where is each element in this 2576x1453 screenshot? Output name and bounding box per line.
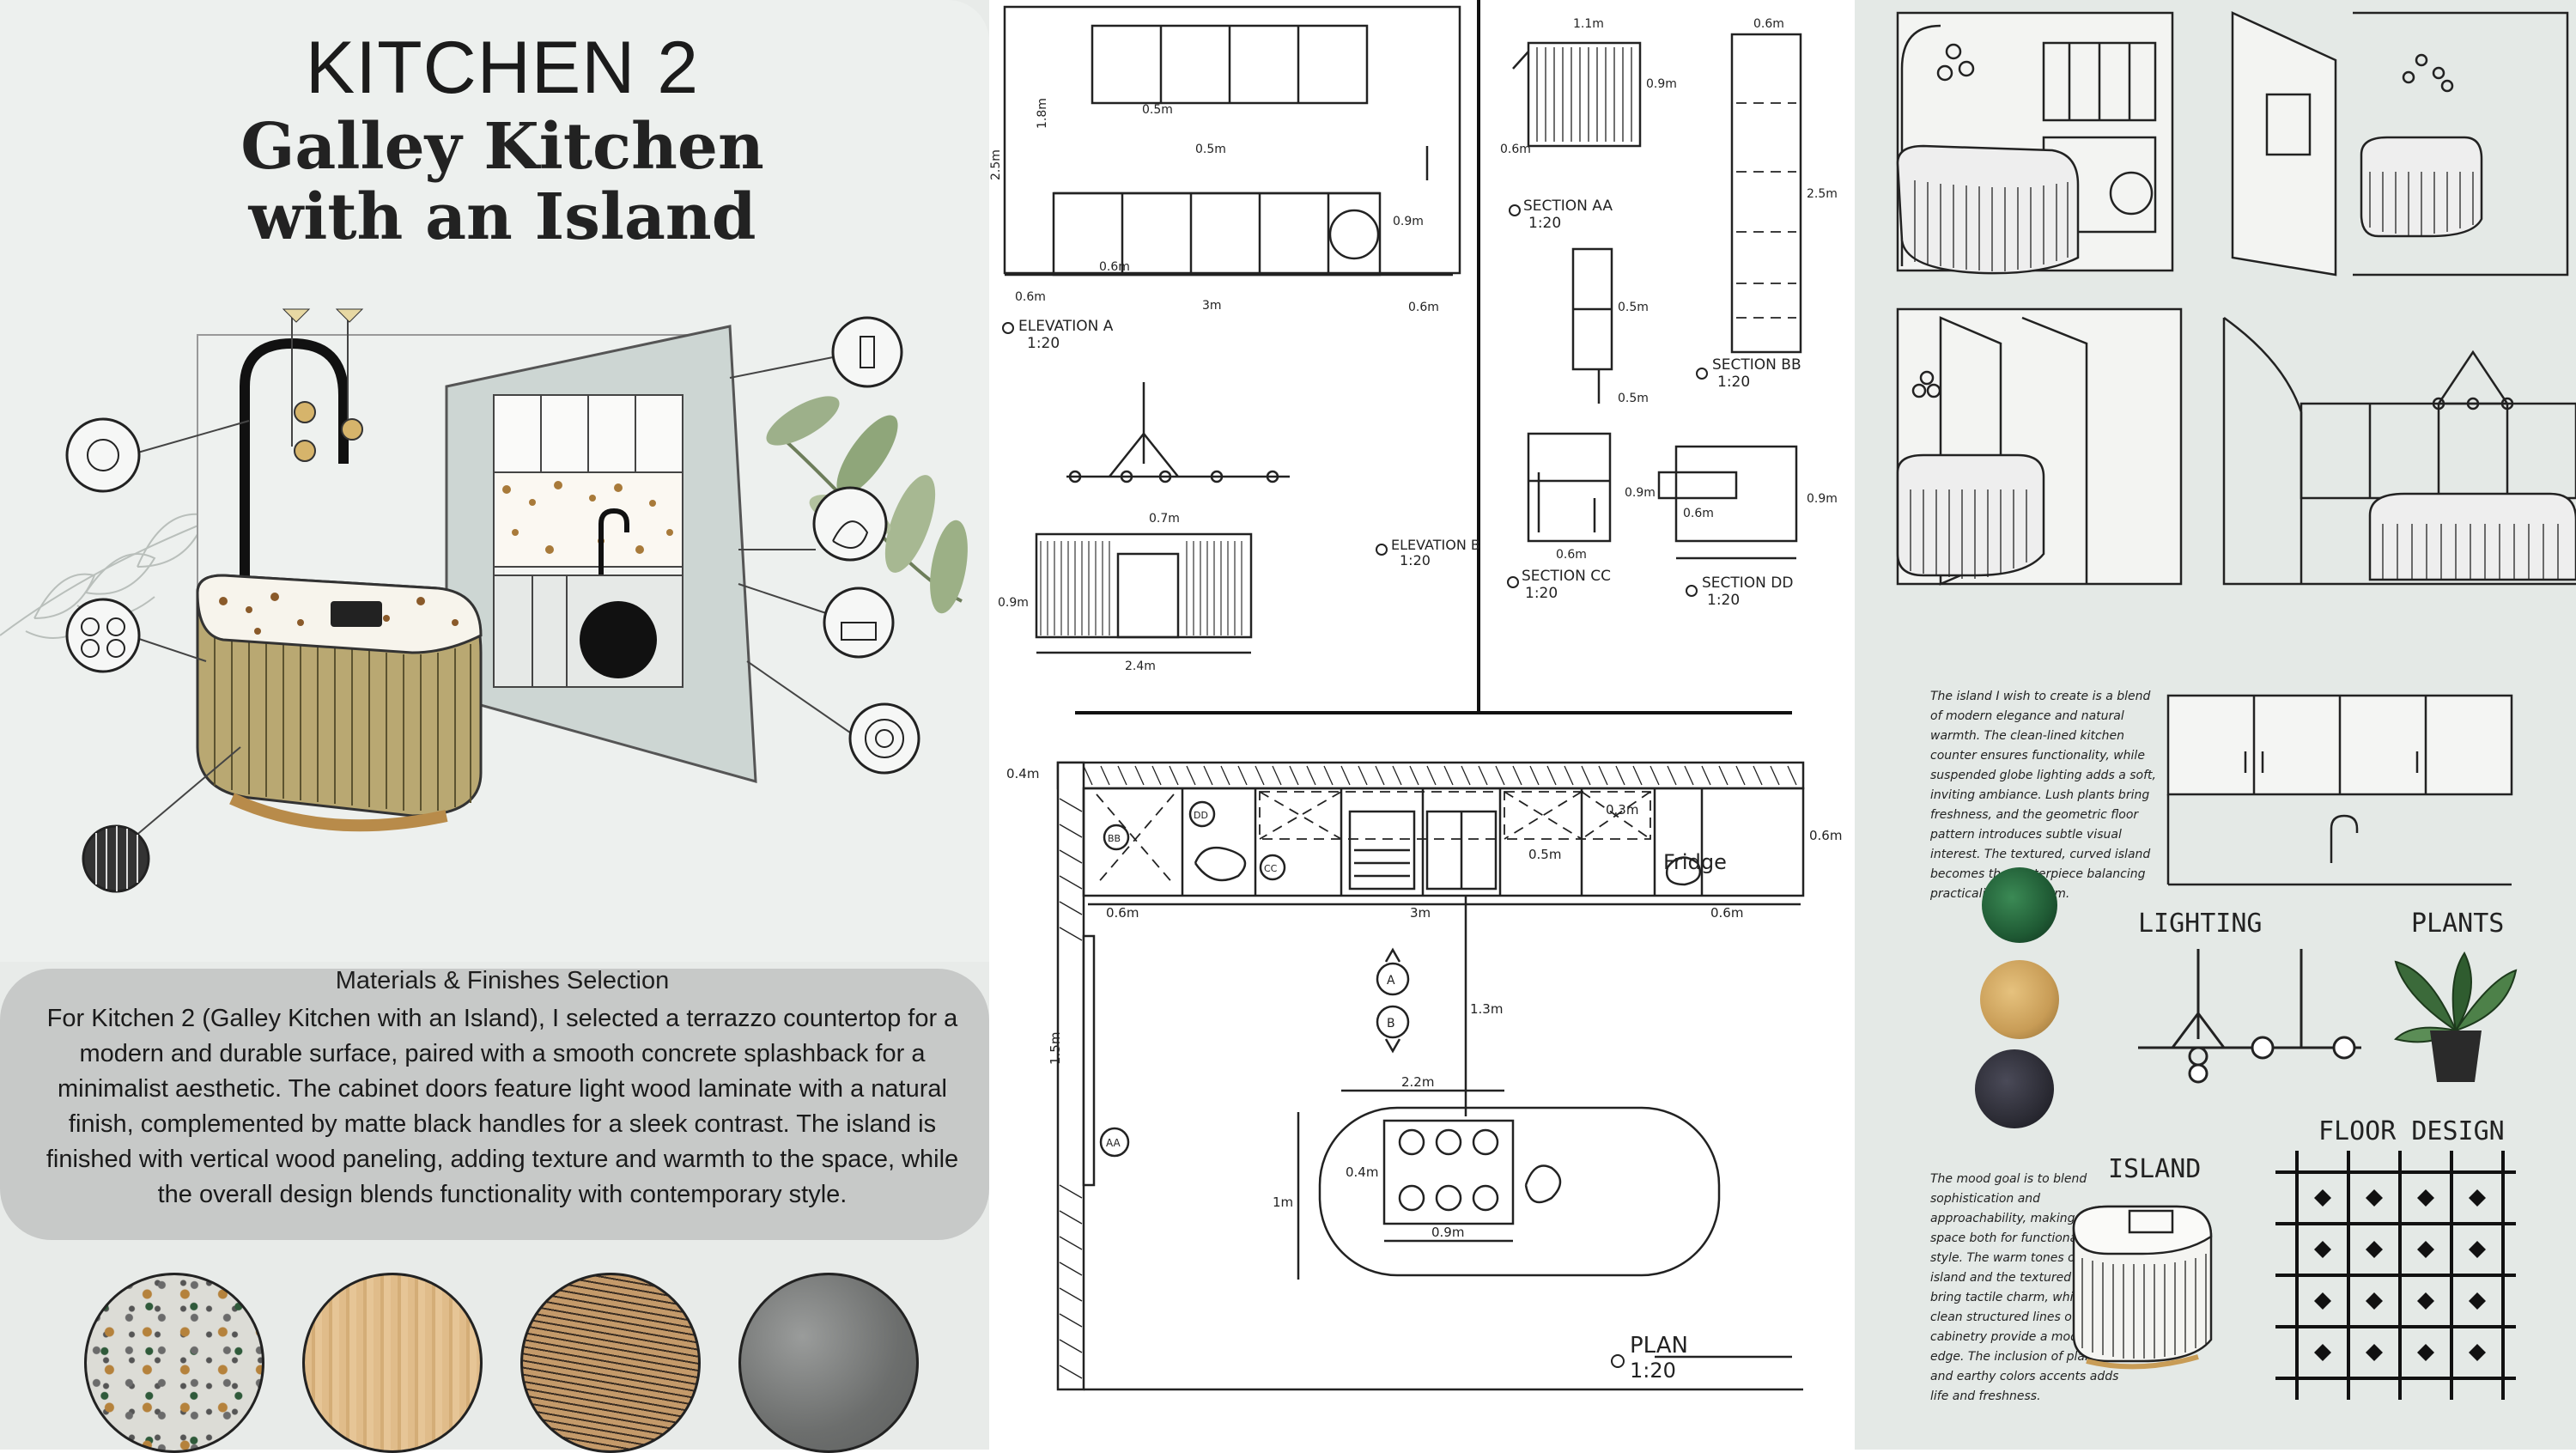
dim-section-cc-0-9: 0.9m xyxy=(1625,486,1656,500)
section-bb-label: SECTION BB xyxy=(1712,356,1801,374)
dim-plan-1-5: 1.5m xyxy=(1048,1032,1063,1065)
section-dd-drawing xyxy=(1657,445,1798,560)
swatch-wood-paneling xyxy=(520,1273,701,1453)
subtitle-line-1: Galley Kitchen xyxy=(240,110,764,184)
plant-sketch xyxy=(2394,951,2518,1082)
section-aa-scale: 1:20 xyxy=(1528,215,1561,232)
dim-elev-a-0-5: 0.5m xyxy=(1142,103,1173,117)
technical-drawings: 0.5m 0.5m 0.6m 0.6m 3m 0.6m 0.9m 2.5m 1.… xyxy=(989,0,1842,1391)
dim-elev-b-0-9: 0.9m xyxy=(998,596,1029,610)
elevation-b-scale: 1:20 xyxy=(1400,552,1431,568)
mood-note-top: The island I wish to create is a blend o… xyxy=(1930,690,2156,901)
lighting-label: LIGHTING xyxy=(2138,909,2263,939)
swatch-concrete xyxy=(738,1273,919,1453)
marker-aa: AA xyxy=(1106,1137,1121,1149)
plan-label: PLAN xyxy=(1630,1333,1688,1359)
elevation-a-scale: 1:20 xyxy=(1027,335,1060,352)
dim-elev-a-0-6c: 0.6m xyxy=(1408,301,1439,314)
dim-elev-a-0-9: 0.9m xyxy=(1393,215,1424,228)
terrazzo-dots xyxy=(502,481,673,554)
dim-section-bb-2-5: 2.5m xyxy=(1807,187,1838,201)
materials-description: For Kitchen 2 (Galley Kitchen with an Is… xyxy=(46,1005,959,1208)
dim-plan-0-4b: 0.4m xyxy=(1346,1164,1378,1180)
washing-machine xyxy=(580,601,657,678)
dim-plan-0-6-right: 0.6m xyxy=(1809,828,1842,843)
swatch-terrazzo xyxy=(84,1273,264,1453)
section-cc-drawing xyxy=(1527,247,1613,543)
dim-plan-0-9: 0.9m xyxy=(1431,1225,1464,1240)
dim-plan-3m: 3m xyxy=(1410,905,1431,921)
dim-section-cc-0-5b: 0.5m xyxy=(1618,392,1649,405)
plants-label: PLANTS xyxy=(2411,909,2505,939)
dim-elev-b-2-4: 2.4m xyxy=(1125,660,1156,673)
elevation-b-label: ELEVATION B xyxy=(1391,537,1480,553)
plan-scale: 1:20 xyxy=(1630,1359,1676,1383)
island-sketch xyxy=(2072,1205,2213,1370)
material-chip-gold xyxy=(1980,960,2059,1039)
dim-section-bb-0-6: 0.6m xyxy=(1753,17,1784,31)
floor-design-label: FLOOR DESIGN xyxy=(2318,1116,2505,1146)
dim-elev-a-1-8: 1.8m xyxy=(1036,98,1049,129)
section-cc-label: SECTION CC xyxy=(1522,568,1611,585)
marker-a: A xyxy=(1387,974,1395,988)
elevation-a-label: ELEVATION A xyxy=(1018,318,1114,335)
material-chip-charcoal xyxy=(1975,1049,2054,1128)
fridge-label: Fridge xyxy=(1663,850,1727,874)
page-title: KITCHEN 2 xyxy=(305,27,700,109)
dim-section-aa-0-1: 0.6m xyxy=(1500,143,1531,156)
dim-section-cc-0-6: 0.6m xyxy=(1556,548,1587,562)
marker-bb: BB xyxy=(1108,833,1121,844)
dim-elev-a-0-5b: 0.5m xyxy=(1195,143,1226,156)
drawings-panel xyxy=(989,0,1855,1450)
cabinet-sketch xyxy=(2166,694,2513,886)
dim-plan-0-5: 0.5m xyxy=(1528,847,1561,862)
dim-plan-0-3: 0.3m xyxy=(1606,802,1638,818)
dim-section-aa-1-1: 1.1m xyxy=(1573,17,1604,31)
section-dd-scale: 1:20 xyxy=(1707,592,1740,609)
marker-cc: CC xyxy=(1264,863,1278,874)
marker-b: B xyxy=(1387,1017,1395,1030)
dim-section-dd-0-9: 0.9m xyxy=(1807,492,1838,506)
materials-heading: Materials & Finishes Selection xyxy=(335,967,670,994)
subtitle-line-2: with an Island xyxy=(248,180,756,254)
dim-plan-0-6-end: 0.6m xyxy=(1710,905,1743,921)
dim-section-aa-0-9: 0.9m xyxy=(1646,77,1677,91)
splashback xyxy=(493,471,683,568)
section-bb-drawing xyxy=(1730,33,1802,354)
floor-pattern xyxy=(2275,1151,2516,1400)
material-chip-emerald xyxy=(1982,867,2057,943)
section-cc-scale: 1:20 xyxy=(1525,585,1558,602)
materials-description-box xyxy=(0,969,989,1240)
lighting-sketch xyxy=(2138,949,2361,1084)
elevation-a-drawing xyxy=(1003,5,1461,277)
dim-plan-0-4: 0.4m xyxy=(1006,766,1039,781)
marker-dd: DD xyxy=(1194,810,1208,821)
dim-plan-1-3: 1.3m xyxy=(1470,1001,1503,1017)
section-dd-label: SECTION DD xyxy=(1702,575,1793,592)
dim-plan-2-2: 2.2m xyxy=(1401,1074,1434,1090)
dim-elev-a-3m: 3m xyxy=(1202,299,1222,313)
dim-elev-b-0-7: 0.7m xyxy=(1149,512,1180,526)
kitchen-illustration xyxy=(0,308,968,893)
dim-section-cc-0-5: 0.5m xyxy=(1618,301,1649,314)
dim-elev-a-2-5: 2.5m xyxy=(989,149,1003,180)
page-subtitle: Galley Kitchen with an Island xyxy=(0,112,1005,252)
dim-elev-a-0-6: 0.6m xyxy=(1099,260,1130,274)
island-label: ISLAND xyxy=(2108,1154,2202,1184)
pendant-globes xyxy=(282,308,364,462)
perspective-sketches xyxy=(1896,11,2576,586)
section-aa-label: SECTION AA xyxy=(1523,198,1613,215)
section-bb-scale: 1:20 xyxy=(1717,374,1750,391)
dim-elev-a-0-6b: 0.6m xyxy=(1015,290,1046,304)
plan-drawing xyxy=(1056,761,1805,1391)
swatch-light-wood xyxy=(302,1273,483,1453)
dim-plan-0-6-left: 0.6m xyxy=(1106,905,1139,921)
island xyxy=(196,574,483,832)
dim-section-dd-0-6: 0.6m xyxy=(1683,507,1714,520)
elevation-b-drawing xyxy=(1035,382,1290,654)
section-aa-drawing xyxy=(1512,41,1642,148)
dim-plan-1m: 1m xyxy=(1273,1195,1293,1210)
